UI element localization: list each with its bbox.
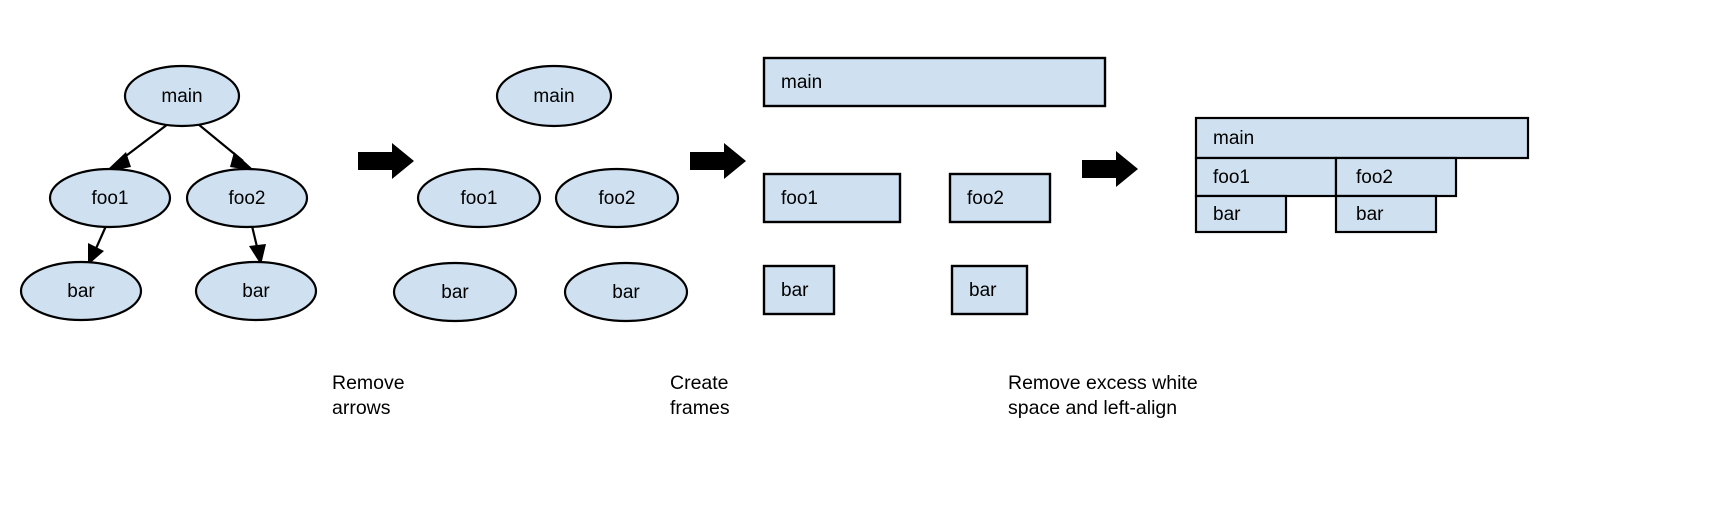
- flame-bar-right[interactable]: bar: [1334, 194, 1438, 234]
- frame-label: foo1: [781, 188, 818, 209]
- caption-line: space and left-align: [1008, 397, 1177, 419]
- frame-main[interactable]: main: [762, 56, 1107, 108]
- node-main[interactable]: main: [123, 64, 241, 128]
- node-foo1[interactable]: foo1: [48, 167, 172, 229]
- frame-bar-right[interactable]: bar: [950, 264, 1029, 316]
- frame-label: bar: [969, 280, 997, 301]
- panel-frames-unaligned: main foo1 foo2 bar bar: [762, 56, 1107, 316]
- node-label: foo2: [599, 188, 636, 209]
- node-label: main: [161, 86, 202, 107]
- frame-label: main: [781, 72, 822, 93]
- node-label: main: [533, 86, 574, 107]
- node-bar-right[interactable]: bar: [563, 261, 689, 323]
- node-bar-left[interactable]: bar: [19, 260, 143, 322]
- frame-label: foo2: [967, 188, 1004, 209]
- node-label: bar: [67, 281, 95, 302]
- frame-foo2[interactable]: foo2: [948, 172, 1052, 224]
- node-foo2[interactable]: foo2: [185, 167, 309, 229]
- edge-main-foo2: [197, 123, 255, 171]
- caption-line: Create: [670, 372, 729, 394]
- node-label: foo1: [92, 188, 129, 209]
- node-foo2[interactable]: foo2: [554, 167, 680, 229]
- caption-line: frames: [670, 397, 730, 419]
- node-main[interactable]: main: [495, 64, 613, 128]
- panel-flame-graph: main foo1 foo2 bar bar: [1194, 116, 1530, 234]
- caption-line: arrows: [332, 397, 391, 419]
- flame-main[interactable]: main: [1194, 116, 1530, 160]
- flame-label: bar: [1356, 204, 1384, 225]
- flame-foo1[interactable]: foo1: [1194, 156, 1338, 198]
- flame-label: foo2: [1356, 167, 1393, 188]
- node-label: bar: [441, 282, 469, 303]
- flame-foo2[interactable]: foo2: [1334, 156, 1458, 198]
- panel-call-tree-with-arrows: main foo1 foo2 bar bar: [19, 64, 318, 322]
- arrow-create-frames-icon: [690, 143, 746, 179]
- caption-create-frames: Create frames: [670, 372, 730, 419]
- flame-label: foo1: [1213, 167, 1250, 188]
- frame-label: bar: [781, 280, 809, 301]
- arrow-remove-arrows-icon: [358, 143, 414, 179]
- node-label: bar: [612, 282, 640, 303]
- arrow-remove-space-icon: [1082, 151, 1138, 187]
- node-label: foo1: [461, 188, 498, 209]
- node-label: bar: [242, 281, 270, 302]
- node-bar-left[interactable]: bar: [392, 261, 518, 323]
- edge-foo2-bar: [249, 225, 266, 265]
- flame-label: bar: [1213, 204, 1241, 225]
- node-bar-right[interactable]: bar: [194, 260, 318, 322]
- panel-call-tree-no-arrows: main foo1 foo2 bar bar: [392, 64, 689, 323]
- caption-remove-arrows: Remove arrows: [332, 372, 405, 419]
- flame-bar-left[interactable]: bar: [1194, 194, 1288, 234]
- flame-label: main: [1213, 128, 1254, 149]
- edge-main-foo1: [105, 123, 169, 172]
- caption-line: Remove: [332, 372, 405, 394]
- frame-bar-left[interactable]: bar: [762, 264, 836, 316]
- caption-remove-space: Remove excess white space and left-align: [1008, 372, 1198, 419]
- edge-foo1-bar: [88, 225, 108, 265]
- node-label: foo2: [229, 188, 266, 209]
- frame-foo1[interactable]: foo1: [762, 172, 902, 224]
- caption-line: Remove excess white: [1008, 372, 1198, 394]
- node-foo1[interactable]: foo1: [416, 167, 542, 229]
